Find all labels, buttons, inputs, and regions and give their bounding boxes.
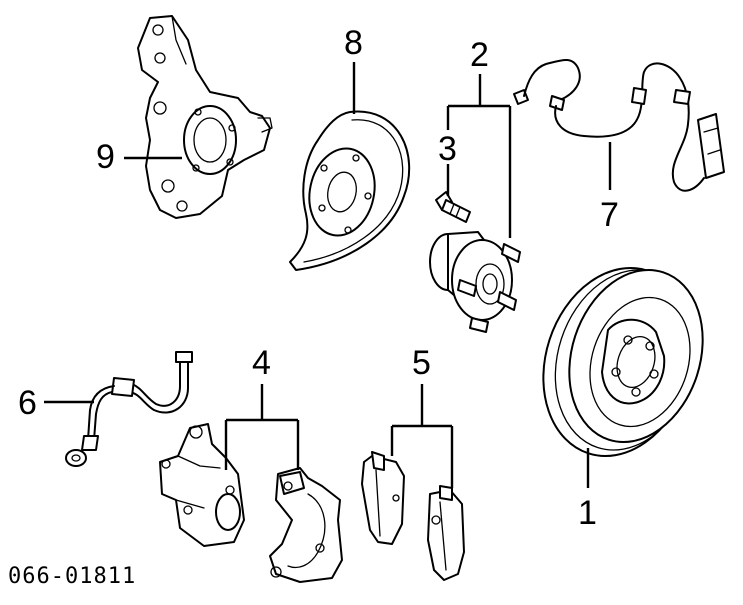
hub-bearing [429, 231, 521, 333]
callout-8: 8 [344, 24, 363, 62]
callout-9: 9 [96, 138, 115, 176]
callout-5: 5 [412, 344, 431, 382]
callout-2: 2 [470, 36, 489, 74]
brake-pads [361, 451, 465, 581]
brake-hose [65, 351, 193, 467]
callout-1: 1 [578, 494, 597, 532]
hub-bolt [435, 191, 471, 223]
callout-7: 7 [600, 196, 619, 234]
caliper-bracket [269, 467, 343, 583]
steering-knuckle [137, 15, 273, 219]
brake-rotor [542, 267, 704, 457]
splash-shield [289, 110, 411, 271]
callout-3: 3 [438, 130, 457, 168]
abs-sensor [513, 59, 725, 192]
callout-6: 6 [18, 384, 37, 422]
diagram-code: 066-01811 [8, 564, 137, 589]
callout-4: 4 [252, 344, 271, 382]
brake-caliper [159, 423, 245, 547]
